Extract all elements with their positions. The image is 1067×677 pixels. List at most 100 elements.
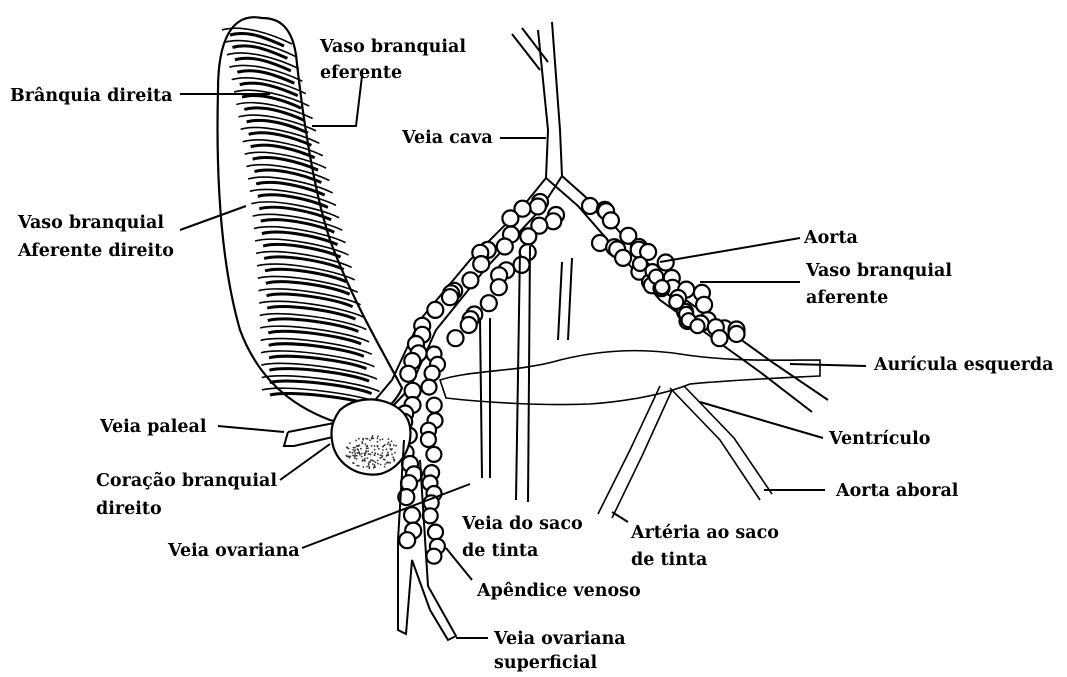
stipple-dot (363, 466, 365, 468)
venous-appendages (396, 194, 744, 564)
stipple-dot (357, 452, 359, 454)
stipple-dot (346, 446, 348, 448)
stipple-dot (360, 448, 362, 450)
stipple-dot (372, 463, 374, 465)
label-coracao-branquial-line2: direito (96, 499, 162, 519)
stipple-dot (352, 449, 354, 451)
stipple-dot (388, 438, 390, 440)
stipple-dot (388, 442, 390, 444)
label-vaso-branquial-eferente-line1: Vaso branquial (319, 37, 466, 57)
stipple-dot (383, 445, 385, 447)
stipple-dot (373, 460, 375, 462)
stipple-dot (368, 464, 370, 466)
venous-appendage (696, 297, 712, 313)
venous-appendage (520, 228, 536, 244)
stipple-dot (362, 443, 364, 445)
stipple-dot (389, 448, 391, 450)
label-veia-paleal: Veia paleal (99, 417, 207, 437)
stipple-dot (380, 464, 382, 466)
label-auricula-esquerda: Aurícula esquerda (873, 355, 1054, 375)
stipple-dot (368, 466, 370, 468)
stipple-dot (368, 467, 370, 469)
venous-appendage (461, 317, 477, 333)
stipple-dot (372, 452, 374, 454)
stipple-dot (359, 445, 361, 447)
stipple-dot (374, 445, 376, 447)
stipple-dot (355, 440, 357, 442)
venous-appendage (530, 199, 546, 215)
stipple-dot (365, 443, 367, 445)
stipple-dot (354, 455, 356, 457)
label-vaso-branquial-aferente-line2: aferente (806, 288, 888, 308)
stipple-dot (378, 448, 380, 450)
label-veia-saco-tinta-line1: Veia do saco (461, 514, 583, 534)
stipple-dot (383, 459, 385, 461)
stipple-dot (358, 449, 360, 451)
stipple-dot (393, 444, 395, 446)
stipple-dot (367, 450, 369, 452)
stipple-dot (384, 466, 386, 468)
venous-appendage (462, 272, 478, 288)
stipple-dot (377, 436, 379, 438)
stipple-dot (362, 460, 364, 462)
venous-appendage (442, 289, 458, 305)
venous-appendage (655, 280, 669, 294)
stipple-dot (356, 455, 358, 457)
venous-appendage (426, 549, 441, 564)
stipple-dot (364, 458, 366, 460)
stipple-dot (374, 449, 376, 451)
stipple-dot (393, 458, 395, 460)
stipple-dot (377, 463, 379, 465)
stipple-dot (391, 454, 393, 456)
stipple-dot (377, 453, 379, 455)
stipple-dot (366, 448, 368, 450)
stipple-dot (353, 447, 355, 449)
label-veia-ovariana-superficial-line2: superficial (494, 653, 598, 673)
venous-appendage (427, 398, 442, 413)
label-vaso-aferente-direito-line2: Aferente direito (17, 241, 174, 261)
venous-appendage (502, 210, 518, 226)
stipple-dot (358, 438, 360, 440)
label-veia-ovariana-superficial-line1: Veia ovariana (493, 629, 626, 649)
label-aorta-aboral: Aorta aboral (835, 481, 959, 501)
stipple-dot (368, 453, 370, 455)
label-veia-ovariana: Veia ovariana (167, 541, 300, 561)
stipple-dot (386, 454, 388, 456)
stipple-dot (389, 462, 391, 464)
venous-appendage (615, 250, 631, 266)
stipple-dot (387, 452, 389, 454)
label-vaso-branquial-eferente-line2: eferente (320, 63, 402, 83)
stipple-dot (371, 459, 373, 461)
stipple-dot (394, 452, 396, 454)
label-branquia-direita: Brânquia direita (10, 86, 172, 106)
stipple-dot (377, 460, 379, 462)
venous-appendage (669, 295, 683, 309)
label-aorta: Aorta (803, 228, 858, 248)
venous-appendage (691, 319, 705, 333)
stipple-dot (345, 455, 347, 457)
stipple-dot (392, 457, 394, 459)
stipple-dot (354, 453, 356, 455)
label-ventriculo: Ventrículo (828, 429, 930, 449)
stipple-dot (365, 450, 367, 452)
stipple-dot (391, 440, 393, 442)
stipple-dot (393, 460, 395, 462)
venous-appendage (729, 326, 745, 342)
label-veia-saco-tinta-line2: de tinta (462, 541, 538, 561)
stipple-dot (374, 464, 376, 466)
stipple-dot (348, 456, 350, 458)
stipple-dot (386, 448, 388, 450)
stipple-dot (361, 453, 363, 455)
stipple-dot (382, 449, 384, 451)
label-arteria-saco-tinta-line2: de tinta (631, 550, 707, 570)
venous-appendage (404, 507, 420, 523)
stipple-dot (354, 457, 356, 459)
stipple-dot (356, 458, 358, 460)
stipple-dot (391, 448, 393, 450)
stipple-dot (386, 462, 388, 464)
label-vaso-branquial-aferente-line1: Vaso branquial (805, 261, 952, 281)
label-coracao-branquial-line1: Coração branquial (96, 471, 277, 491)
stipple-dot (377, 441, 379, 443)
stipple-dot (377, 437, 379, 439)
label-veia-cava: Veia cava (401, 128, 493, 148)
